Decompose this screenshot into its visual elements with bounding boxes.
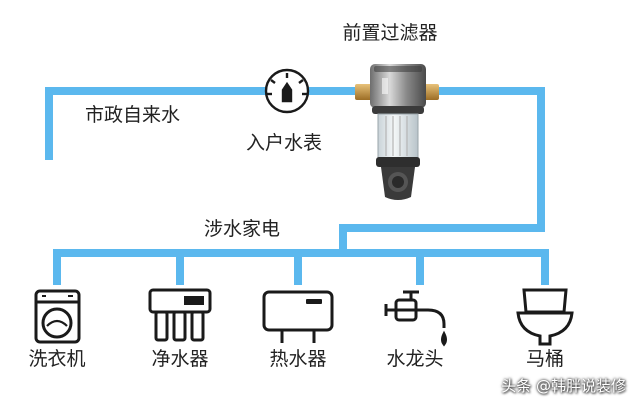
water-meter-label: 入户水表 bbox=[246, 132, 323, 154]
device-label-water-purifier: 净水器 bbox=[151, 348, 209, 370]
device-label-faucet: 水龙头 bbox=[386, 348, 444, 370]
filter-title: 前置过滤器 bbox=[342, 22, 438, 44]
water-heater-icon bbox=[262, 290, 334, 343]
device-label-water-heater: 热水器 bbox=[269, 348, 327, 370]
pipe-network bbox=[45, 87, 549, 285]
watermark: 头条 @韩胖说装修 bbox=[501, 377, 626, 395]
water-purifier-icon bbox=[148, 288, 212, 342]
main-supply-pipe bbox=[45, 87, 545, 253]
toilet-icon bbox=[516, 288, 574, 346]
water-meter-icon bbox=[264, 68, 310, 114]
faucet-icon bbox=[384, 290, 447, 347]
appliances-label: 涉水家电 bbox=[204, 218, 281, 240]
pre-filter-icon bbox=[355, 64, 439, 200]
device-label-toilet: 马桶 bbox=[525, 348, 565, 370]
device-label-washing-machine: 洗衣机 bbox=[28, 348, 86, 370]
municipal-water-label: 市政自来水 bbox=[85, 104, 181, 126]
washing-machine-icon bbox=[34, 289, 81, 344]
